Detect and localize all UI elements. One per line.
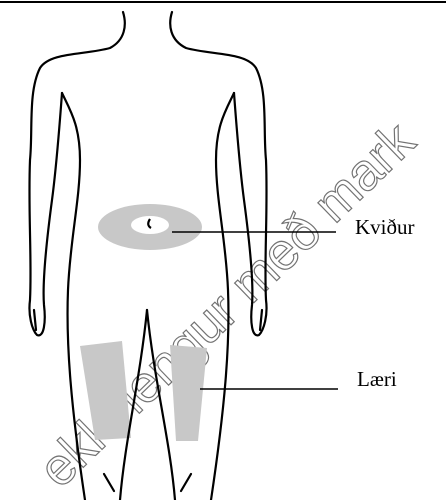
label-abdomen: Kviður: [355, 215, 415, 240]
knee-right-detail: [181, 474, 191, 491]
label-thigh: Læri: [357, 367, 397, 392]
navel-clear-zone: [131, 216, 169, 234]
knee-left-detail: [104, 474, 114, 491]
left-side-outline: [29, 12, 124, 335]
thigh-injection-area-right: [170, 345, 207, 441]
left-hand-detail: [34, 310, 36, 330]
